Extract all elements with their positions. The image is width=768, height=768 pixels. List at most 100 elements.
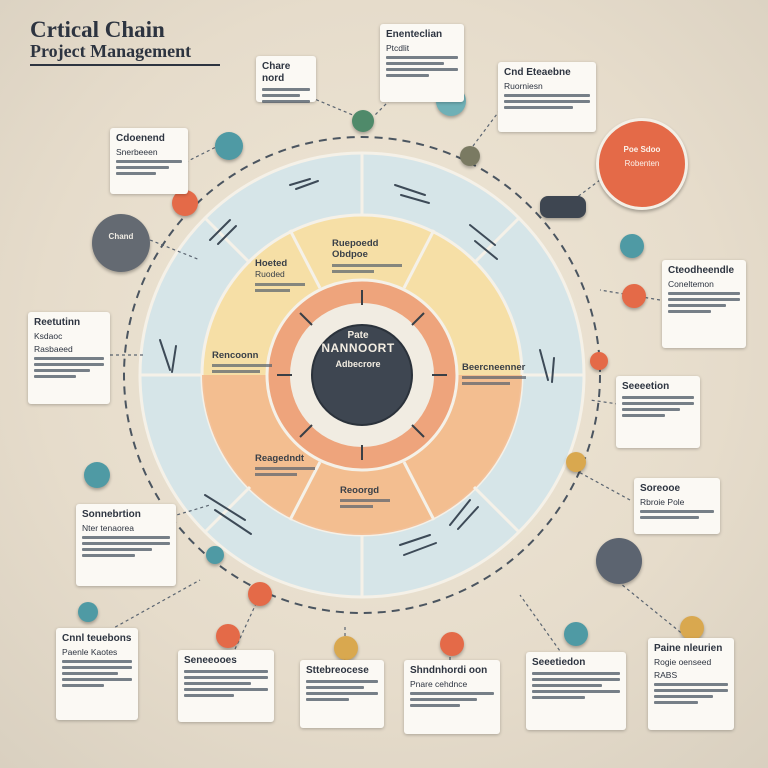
text-line bbox=[116, 160, 182, 164]
note-title: Shndnhordi oon bbox=[410, 665, 488, 676]
text-line bbox=[255, 288, 290, 292]
ring-label-top-left-sub: Ruoded bbox=[255, 269, 285, 280]
text-line bbox=[34, 363, 104, 367]
core-line-1: Pate bbox=[347, 330, 369, 341]
text-line bbox=[332, 263, 402, 267]
title-line-1: Crtical Chain bbox=[30, 17, 165, 42]
text-line bbox=[255, 473, 297, 477]
note-title: Cteodheendle bbox=[668, 265, 735, 276]
text-line bbox=[622, 408, 680, 411]
note-subtitle: Paenle Kaotes bbox=[62, 647, 118, 657]
note-right-lower: Soreooe Rbroie Pole bbox=[634, 478, 720, 534]
note-subtitle-2: RABS bbox=[654, 670, 678, 681]
gold-pin bbox=[334, 636, 358, 660]
ring-label-left-title: Rencoonn bbox=[212, 350, 259, 361]
orange-pin bbox=[622, 284, 646, 308]
ring-label-bottom-left-title: Reagedndt bbox=[255, 453, 305, 464]
note-bottom-far-left: Cnnl teuebons Paenle Kaotes bbox=[56, 628, 138, 720]
note-title: Sonnebrtion bbox=[82, 509, 141, 520]
orange-pin bbox=[172, 190, 198, 216]
teal-pin bbox=[84, 462, 110, 488]
text-line bbox=[410, 692, 494, 696]
text-line bbox=[306, 692, 378, 695]
text-line bbox=[654, 683, 728, 687]
text-line bbox=[386, 62, 444, 66]
note-title: Seneeooes bbox=[184, 655, 237, 666]
outer-dashed-orbit bbox=[123, 136, 601, 614]
text-line bbox=[340, 505, 373, 509]
title-underline bbox=[30, 64, 220, 66]
orange-disc-right: Poe Sdoo Robenten bbox=[596, 118, 688, 210]
text-line bbox=[62, 672, 118, 676]
text-line bbox=[640, 510, 714, 514]
orange-pin bbox=[590, 352, 608, 370]
note-title: Cdoenend bbox=[116, 133, 165, 144]
note-top-center: Enenteclian Ptcdlit bbox=[380, 24, 464, 102]
text-line bbox=[668, 304, 726, 308]
device-icon bbox=[540, 196, 586, 218]
text-line bbox=[640, 516, 700, 520]
orange-pin bbox=[248, 582, 272, 606]
text-line bbox=[82, 536, 170, 540]
ring-label-right-title: Beercneenner bbox=[462, 362, 526, 373]
note-subtitle: Ruorniesn bbox=[504, 81, 543, 91]
text-line bbox=[532, 690, 620, 693]
note-title: Cnd Eteaebne bbox=[504, 67, 571, 78]
gold-pin bbox=[566, 452, 586, 472]
text-line bbox=[532, 678, 620, 681]
text-line bbox=[34, 369, 90, 373]
text-line bbox=[622, 414, 666, 417]
orange-pin bbox=[216, 624, 240, 648]
text-line bbox=[184, 688, 268, 691]
note-title: Cnnl teuebons bbox=[62, 633, 132, 644]
text-line bbox=[262, 100, 310, 103]
text-line bbox=[116, 166, 169, 170]
note-left-upper: Cdoenend Snerbeeen bbox=[110, 128, 188, 194]
green-pin bbox=[352, 110, 374, 132]
text-line bbox=[212, 370, 260, 374]
note-title: Paine nleurien bbox=[654, 643, 723, 654]
text-line bbox=[462, 382, 510, 386]
sector-dividers bbox=[140, 153, 584, 597]
note-subtitle: Coneltemon bbox=[668, 279, 714, 289]
text-line bbox=[654, 689, 728, 693]
text-line bbox=[34, 375, 76, 379]
note-title: Chare nord bbox=[262, 61, 291, 84]
note-bottom-center-right: Shndnhordi oon Pnare cehdnce bbox=[404, 660, 500, 734]
note-title: Seeeetion bbox=[622, 381, 670, 392]
ring-label-left: Rencoonn bbox=[212, 350, 272, 376]
note-left-lower: Sonnebrtion Nter tenaorea bbox=[76, 504, 176, 586]
teal-pin bbox=[620, 234, 644, 258]
text-line bbox=[532, 684, 603, 687]
text-line bbox=[332, 269, 374, 273]
text-line bbox=[255, 467, 315, 471]
note-top-left-small: Chare nord bbox=[256, 56, 316, 103]
ring-label-right: Beercneenner bbox=[462, 362, 526, 388]
text-line bbox=[668, 292, 740, 296]
text-line bbox=[410, 698, 478, 702]
text-line bbox=[82, 554, 135, 558]
ring-label-bottom: Reoorgd bbox=[340, 485, 390, 511]
text-line bbox=[62, 660, 132, 664]
note-subtitle: Ksdaoc bbox=[34, 331, 63, 341]
text-line bbox=[34, 357, 104, 361]
note-left-mid: Reetutinn Ksdaoc Rasbaeed bbox=[28, 312, 110, 404]
text-line bbox=[116, 172, 156, 176]
note-subtitle: Rogie oenseed bbox=[654, 657, 712, 667]
teal-pin bbox=[564, 622, 588, 646]
note-bottom-right: Seeetiedon bbox=[526, 652, 626, 730]
text-line bbox=[82, 548, 153, 552]
text-line bbox=[462, 376, 526, 380]
text-line bbox=[255, 282, 305, 286]
note-title: Sttebreocese bbox=[306, 665, 369, 676]
gold-pin bbox=[680, 616, 704, 640]
text-line bbox=[668, 310, 712, 314]
text-line bbox=[184, 694, 235, 697]
text-line bbox=[262, 94, 301, 97]
text-line bbox=[62, 666, 132, 670]
text-line bbox=[184, 676, 268, 679]
diagram-title: Crtical Chain Project Management bbox=[30, 17, 191, 61]
note-title: Soreooe bbox=[640, 483, 681, 494]
text-line bbox=[504, 94, 590, 98]
